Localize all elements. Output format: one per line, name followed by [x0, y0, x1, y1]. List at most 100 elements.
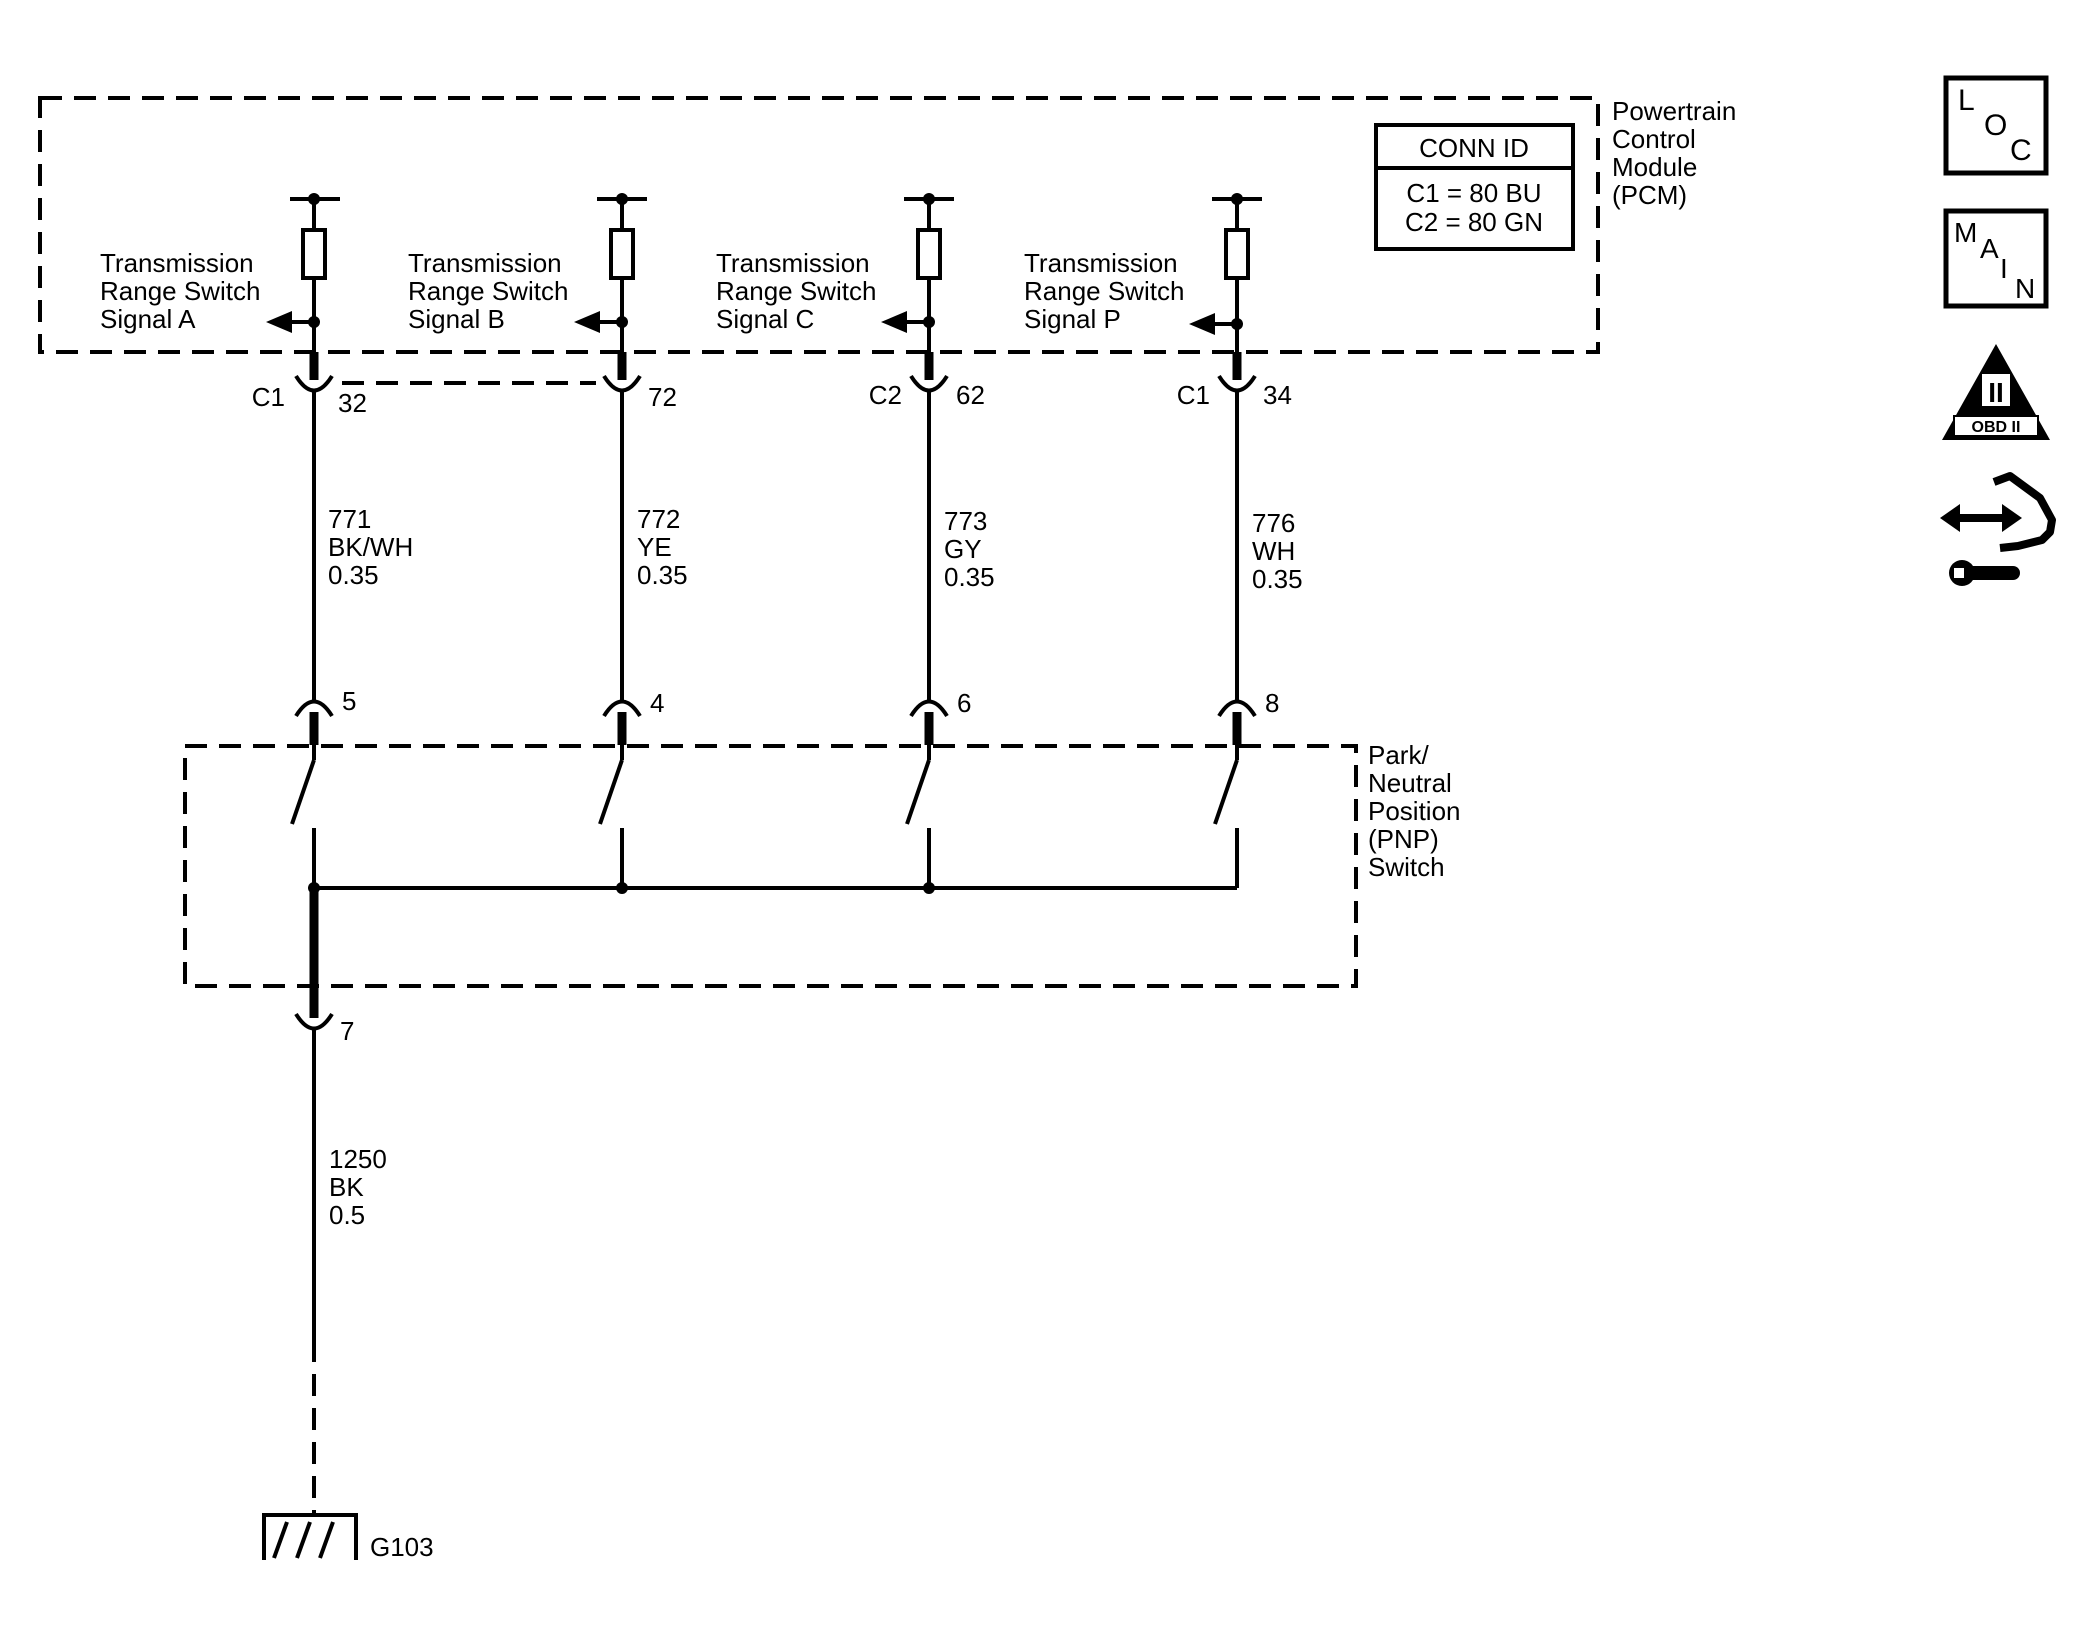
- svg-text:L: L: [1958, 84, 1975, 117]
- resistor-symbol: [609, 228, 635, 280]
- svg-text:Range Switch: Range Switch: [408, 276, 568, 306]
- pnp-label: Park/ Neutral Position (PNP) Switch: [1368, 740, 1461, 882]
- svg-text:772: 772: [637, 504, 680, 534]
- svg-text:776: 776: [1252, 508, 1295, 538]
- arrow-left-icon: [881, 311, 907, 333]
- svg-text:0.35: 0.35: [1252, 564, 1303, 594]
- connector-terminal-icon: [294, 1012, 334, 1031]
- switch-contact: [598, 759, 624, 825]
- signal-a-circuit: [266, 193, 340, 825]
- svg-text:5: 5: [342, 686, 356, 716]
- resistor-symbol: [1224, 228, 1250, 280]
- svg-text:(PCM): (PCM): [1612, 180, 1687, 210]
- svg-text:Transmission: Transmission: [716, 248, 870, 278]
- svg-text:34: 34: [1263, 380, 1292, 410]
- svg-text:WH: WH: [1252, 536, 1295, 566]
- svg-text:BK/WH: BK/WH: [328, 532, 413, 562]
- svg-text:Signal B: Signal B: [408, 304, 505, 334]
- svg-text:OBD II: OBD II: [1972, 419, 2021, 436]
- conn-id-row: C2 = 80 GN: [1405, 207, 1543, 237]
- svg-text:0.5: 0.5: [329, 1200, 365, 1230]
- svg-text:(PNP): (PNP): [1368, 824, 1439, 854]
- signal-c-labels: Transmission Range Switch Signal C C2 62…: [716, 248, 995, 718]
- signal-c-circuit: [881, 193, 954, 825]
- signal-p-labels: Transmission Range Switch Signal P C1 34…: [1024, 248, 1303, 718]
- svg-text:Range Switch: Range Switch: [100, 276, 260, 306]
- svg-text:Transmission: Transmission: [1024, 248, 1178, 278]
- ground-labels: 7 1250 BK 0.5 G103: [329, 1016, 434, 1562]
- connector-terminal-icon: [909, 374, 949, 393]
- connector-end-view-icon[interactable]: [1940, 472, 2056, 586]
- signal-b-circuit: [574, 193, 647, 825]
- svg-text:62: 62: [956, 380, 985, 410]
- svg-text:GY: GY: [944, 534, 982, 564]
- signal-p-circuit: [1189, 193, 1262, 825]
- pcm-enclosure: [38, 96, 1600, 354]
- svg-text:Neutral: Neutral: [1368, 768, 1452, 798]
- svg-text:8: 8: [1265, 688, 1279, 718]
- svg-text:Powertrain: Powertrain: [1612, 96, 1736, 126]
- switch-contact: [1213, 759, 1239, 825]
- svg-text:32: 32: [338, 388, 367, 418]
- connector-terminal-icon: [294, 374, 334, 393]
- arrow-left-icon: [574, 311, 600, 333]
- svg-text:Position: Position: [1368, 796, 1461, 826]
- svg-text:7: 7: [340, 1016, 354, 1046]
- svg-text:C1: C1: [252, 382, 285, 412]
- svg-text:O: O: [1984, 109, 2007, 142]
- switch-contact: [905, 759, 931, 825]
- svg-text:M: M: [1954, 217, 1977, 248]
- connector-terminal-icon: [1217, 374, 1257, 393]
- resistor-symbol: [301, 228, 327, 280]
- svg-text:72: 72: [648, 382, 677, 412]
- connector-terminal-icon: [909, 699, 949, 718]
- svg-text:4: 4: [650, 688, 664, 718]
- svg-text:1250: 1250: [329, 1144, 387, 1174]
- obd-ii-icon[interactable]: OBD II II: [1942, 344, 2050, 440]
- svg-text:Range Switch: Range Switch: [1024, 276, 1184, 306]
- svg-text:0.35: 0.35: [944, 562, 995, 592]
- arrow-left-icon: [1189, 313, 1215, 335]
- svg-text:C2: C2: [869, 380, 902, 410]
- pcm-label: Powertrain Control Module (PCM): [1612, 96, 1736, 210]
- ground-symbol-icon: [262, 1513, 358, 1560]
- svg-text:N: N: [2015, 273, 2035, 304]
- svg-text:6: 6: [957, 688, 971, 718]
- svg-text:C1: C1: [1177, 380, 1210, 410]
- conn-id-title: CONN ID: [1419, 133, 1529, 163]
- connector-terminal-icon: [602, 374, 642, 393]
- svg-text:Transmission: Transmission: [100, 248, 254, 278]
- svg-text:0.35: 0.35: [637, 560, 688, 590]
- svg-text:0.35: 0.35: [328, 560, 379, 590]
- loc-icon[interactable]: L O C: [1943, 75, 2049, 176]
- svg-text:Switch: Switch: [1368, 852, 1445, 882]
- svg-text:II: II: [1988, 377, 2004, 408]
- svg-text:Signal C: Signal C: [716, 304, 814, 334]
- svg-text:773: 773: [944, 506, 987, 536]
- svg-text:Transmission: Transmission: [408, 248, 562, 278]
- svg-text:Park/: Park/: [1368, 740, 1429, 770]
- svg-text:YE: YE: [637, 532, 672, 562]
- svg-text:Signal P: Signal P: [1024, 304, 1121, 334]
- svg-text:Signal A: Signal A: [100, 304, 196, 334]
- svg-text:771: 771: [328, 504, 371, 534]
- svg-text:Control: Control: [1612, 124, 1696, 154]
- svg-text:C: C: [2010, 134, 2032, 167]
- switch-contact: [290, 759, 316, 825]
- signal-b-labels: Transmission Range Switch Signal B 72 77…: [408, 248, 688, 718]
- connector-terminal-icon: [1217, 699, 1257, 718]
- conn-id-row: C1 = 80 BU: [1406, 178, 1541, 208]
- pnp-switch-enclosure: [183, 744, 1358, 988]
- svg-text:I: I: [2000, 253, 2008, 284]
- connector-terminal-icon: [294, 699, 334, 718]
- resistor-symbol: [916, 228, 942, 280]
- connector-terminal-icon: [602, 699, 642, 718]
- conn-id-table: CONN ID C1 = 80 BU C2 = 80 GN: [1374, 123, 1575, 251]
- ground-label: G103: [370, 1532, 434, 1562]
- pnp-common-bus: [308, 828, 1239, 988]
- arrow-left-icon: [266, 311, 292, 333]
- main-icon[interactable]: M A I N: [1943, 208, 2049, 309]
- signal-a-labels: Transmission Range Switch Signal A C1 32…: [100, 248, 413, 716]
- svg-text:BK: BK: [329, 1172, 364, 1202]
